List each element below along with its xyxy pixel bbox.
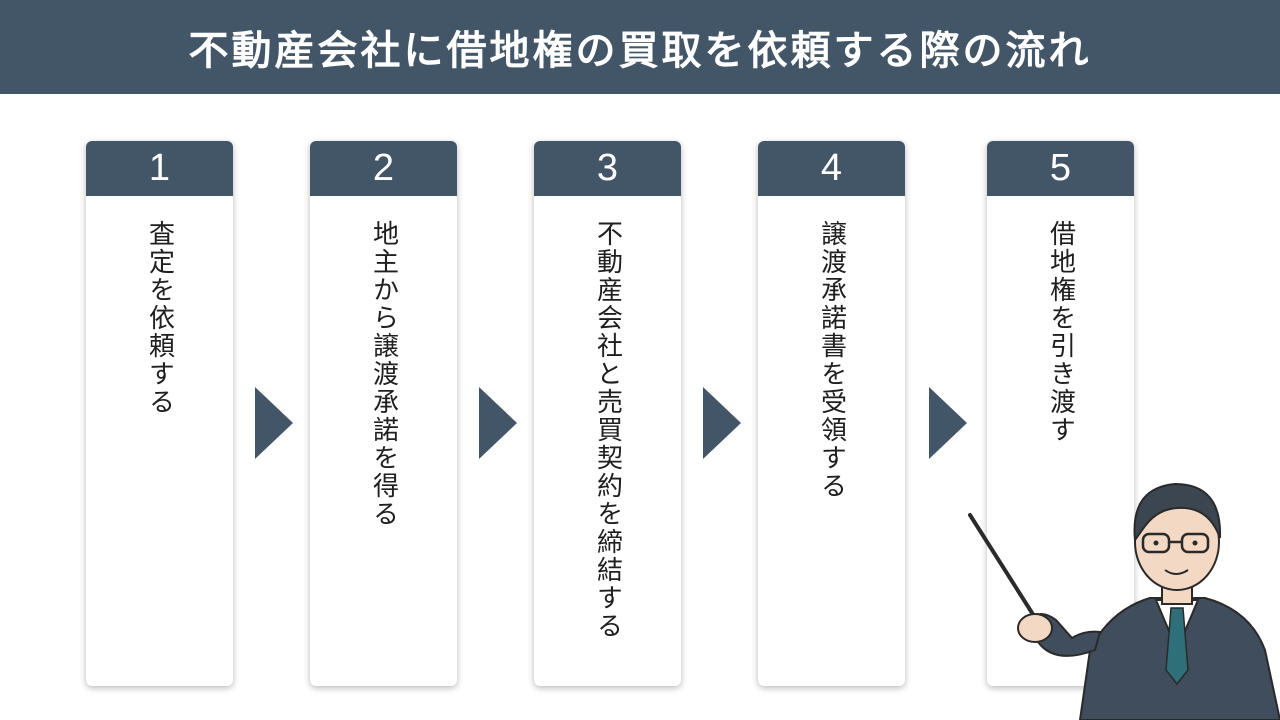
chevron-right-icon: [703, 387, 741, 459]
step-text: 地主から譲渡承諾を得る: [368, 220, 399, 528]
step-number: 2: [310, 141, 457, 196]
step-text: 査定を依頼する: [144, 220, 175, 416]
pointer-stick: [968, 513, 1036, 618]
hair: [1133, 482, 1222, 543]
smile: [1164, 569, 1189, 575]
step-number: 4: [758, 141, 905, 196]
glasses: [1141, 532, 1210, 554]
presenter-illustration: [968, 482, 1280, 720]
chevron-right-icon: [929, 387, 967, 459]
step-card-3: 3 不動産会社と売買契約を締結する: [534, 141, 681, 686]
step-card-1: 1 査定を依頼する: [86, 141, 233, 686]
step-number: 5: [987, 141, 1134, 196]
title-bar: 不動産会社に借地権の買取を依頼する際の流れ: [0, 0, 1280, 94]
step-card-2: 2 地主から譲渡承諾を得る: [310, 141, 457, 686]
step-text: 借地権を引き渡す: [1045, 220, 1076, 444]
chevron-right-icon: [479, 387, 517, 459]
step-text: 譲渡承諾書を受領する: [816, 220, 847, 500]
step-number: 3: [534, 141, 681, 196]
step-card-5: 5 借地権を引き渡す: [987, 141, 1134, 686]
page-title: 不動産会社に借地権の買取を依頼する際の流れ: [188, 28, 1092, 74]
step-text: 不動産会社と売買契約を締結する: [592, 220, 623, 640]
chevron-right-icon: [255, 387, 293, 459]
step-card-4: 4 譲渡承諾書を受領する: [758, 141, 905, 686]
step-number: 1: [86, 141, 233, 196]
necktie: [1165, 607, 1189, 686]
hand: [1017, 613, 1053, 643]
